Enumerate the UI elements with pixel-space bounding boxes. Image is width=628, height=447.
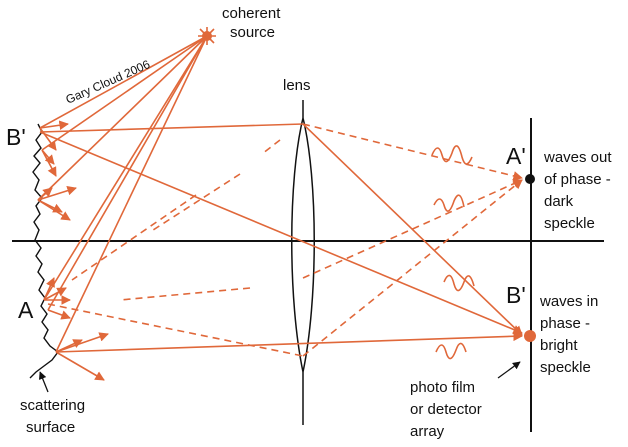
out-of-phase-line3: dark [544,193,574,210]
in-phase-line3: bright [540,337,578,354]
out-of-phase-line1: waves out [543,149,612,166]
detector-pointer [497,361,521,379]
out-of-phase-line4: speckle [544,215,595,232]
dark-speckle-dot [525,174,535,184]
in-phase-line4: speckle [540,359,591,376]
scatter-arrows [37,120,109,381]
out-of-phase-rays [47,123,523,357]
lens-label: lens [283,77,311,94]
detector-label-line1: photo film [410,379,475,396]
wave-packets [431,145,475,360]
credit-label: Gary Cloud 2006 [64,57,153,107]
bright-speckle-dot [524,330,536,342]
point-b-prime-label: B' [506,282,526,308]
point-a-label: A [18,297,34,323]
in-phase-line1: waves in [539,293,598,310]
illumination-rays [37,35,208,353]
surface-label-line2: surface [26,419,75,436]
out-of-phase-line2: of phase - [544,171,611,188]
surface-label-line1: scattering [20,397,85,414]
imaging-rays [39,123,523,353]
source-label-line2: source [230,24,275,41]
detector-label-line2: or detector [410,401,482,418]
source-label-line1: coherent [222,5,281,22]
in-phase-line2: phase - [540,315,590,332]
point-b-label: B' [6,124,26,150]
surface-pointer [38,371,49,393]
detector-label-line3: array [410,423,445,440]
scattering-surface [29,123,59,379]
point-a-prime-label: A' [506,143,526,169]
